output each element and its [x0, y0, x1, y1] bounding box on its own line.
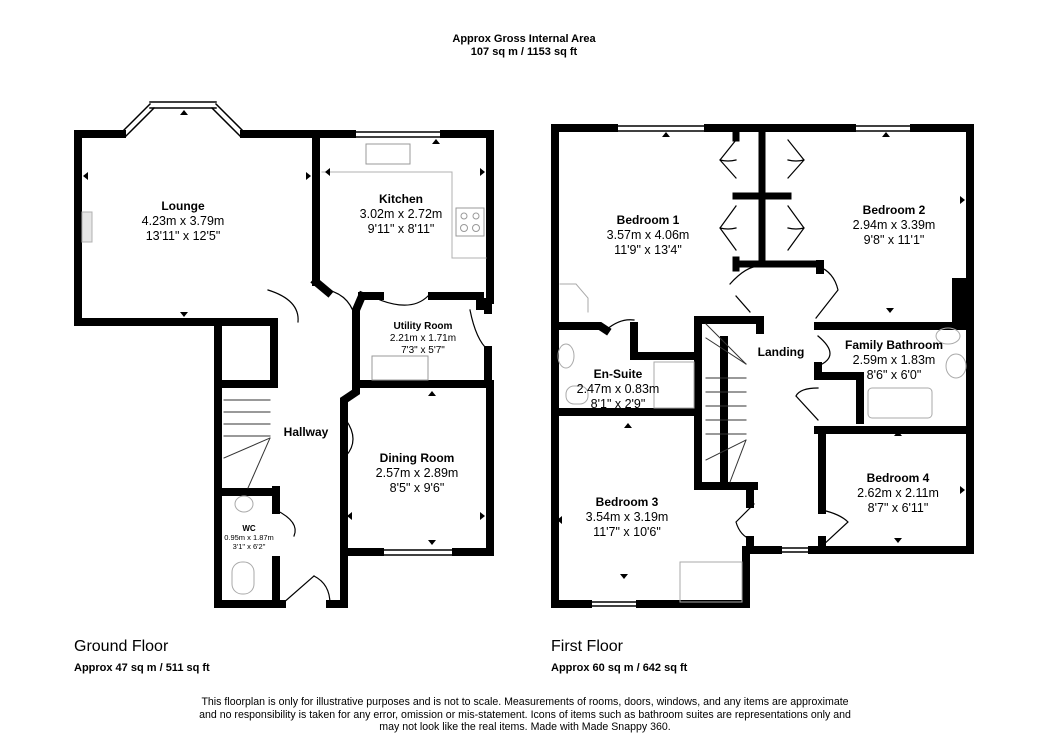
bedroom3-unit	[679, 561, 743, 603]
room-kitchen: Kitchen 3.02m x 2.72m 9'11" x 8'11"	[360, 192, 443, 237]
room-name: Bedroom 1	[616, 213, 680, 227]
room-metric: 2.21m x 1.71m	[389, 333, 457, 344]
room-imperial: 8'1" x 2'9"	[590, 397, 646, 411]
first-stairs	[705, 323, 747, 483]
room-name: Kitchen	[378, 192, 423, 206]
room-name: Hallway	[283, 425, 329, 439]
bedroom1-walls	[551, 316, 764, 552]
wardrobe-doors	[719, 139, 805, 251]
room-imperial: 9'11" x 8'11"	[367, 222, 435, 236]
room-bedroom-4: Bedroom 4 2.62m x 2.11m 8'7" x 6'11"	[857, 471, 939, 516]
room-bedroom-1: Bedroom 1 3.57m x 4.06m 11'9" x 13'4"	[607, 213, 690, 258]
room-name: Bedroom 2	[862, 203, 926, 217]
fireplace-icon	[81, 211, 93, 243]
room-metric: 2.47m x 0.83m	[576, 382, 660, 396]
room-metric: 3.57m x 4.06m	[606, 228, 690, 242]
shower-icon	[653, 361, 695, 409]
kitchen-sink-icon	[365, 143, 411, 165]
dining-walls	[340, 380, 494, 556]
room-name: Bedroom 3	[595, 495, 659, 509]
ground-floor-caption: Ground Floor Approx 47 sq m / 511 sq ft	[74, 638, 210, 674]
room-name: Family Bathroom	[844, 338, 944, 352]
gross-area-total: 107 sq m / 1153 sq ft	[470, 46, 578, 58]
room-imperial: 3'1" x 6'2"	[232, 542, 266, 551]
room-dining: Dining Room 2.57m x 2.89m 8'5" x 9'6"	[376, 451, 459, 496]
room-metric: 2.62m x 2.11m	[857, 486, 939, 500]
room-metric: 2.94m x 3.39m	[852, 218, 936, 232]
ground-stairs	[223, 399, 271, 489]
ground-floor-title: Ground Floor	[74, 638, 169, 655]
bedroom1-chair	[559, 283, 589, 313]
first-floor-caption: First Floor Approx 60 sq m / 642 sq ft	[551, 638, 687, 674]
room-imperial: 9'8" x 11'1"	[863, 233, 925, 247]
room-bedroom-3: Bedroom 3 3.54m x 3.19m 11'7" x 10'6"	[586, 495, 669, 540]
first-floor-fixtures	[557, 283, 967, 603]
room-name: En-Suite	[593, 367, 643, 381]
lounge-bay-window	[120, 101, 246, 138]
bedroom2-bath-walls	[814, 260, 974, 554]
room-imperial: 11'9" x 13'4"	[614, 243, 682, 257]
kitchen-walls	[310, 130, 494, 310]
room-en-suite: En-Suite 2.47m x 0.83m 8'1" x 2'9"	[577, 367, 660, 412]
gross-area-title: Approx Gross Internal Area	[452, 33, 596, 45]
room-bedroom-2: Bedroom 2 2.94m x 3.39m 9'8" x 11'1"	[853, 203, 936, 248]
room-imperial: 8'5" x 9'6"	[389, 481, 445, 495]
room-metric: 4.23m x 3.79m	[141, 214, 225, 228]
hob-icon	[455, 207, 485, 237]
room-hallway: Hallway	[284, 425, 329, 440]
ground-floor-area: Approx 47 sq m / 511 sq ft	[74, 662, 210, 674]
room-family-bathroom: Family Bathroom 2.59m x 1.83m 8'6" x 6'0…	[845, 338, 943, 383]
room-name: WC	[242, 524, 256, 533]
room-name: Utility Room	[393, 321, 453, 332]
room-metric: 3.02m x 2.72m	[359, 207, 443, 221]
room-imperial: 8'6" x 6'0"	[866, 368, 922, 382]
wardrobe-walls	[732, 126, 824, 272]
hallway-walls	[214, 318, 360, 608]
room-landing: Landing	[758, 345, 805, 360]
first-floor-windows	[552, 125, 974, 607]
room-metric: 3.54m x 3.19m	[585, 510, 669, 524]
room-imperial: 8'7" x 6'11"	[867, 501, 929, 515]
kitchen-worktop	[321, 171, 487, 259]
utility-sink-icon	[371, 355, 429, 381]
bathroom-basin-icon	[945, 353, 967, 379]
ensuite-basin-icon	[557, 343, 575, 369]
dimension-markers	[83, 110, 965, 579]
room-imperial: 13'11" x 12'5"	[145, 229, 221, 243]
wc-toilet-icon	[231, 561, 255, 595]
disclaimer: This floorplan is only for illustrative …	[190, 696, 860, 734]
room-metric: 2.59m x 1.83m	[852, 353, 936, 367]
first-floor-plan	[551, 124, 974, 608]
room-utility: Utility Room 2.21m x 1.71m 7'3" x 5'7"	[390, 321, 456, 357]
ensuite-toilet-icon	[565, 385, 589, 405]
room-lounge: Lounge 4.23m x 3.79m 13'11" x 12'5"	[142, 199, 225, 244]
room-name: Landing	[757, 345, 805, 359]
room-name: Lounge	[161, 199, 205, 213]
bathroom-toilet-icon	[935, 327, 961, 345]
disclaimer-line-2: and no responsibility is taken for any e…	[199, 708, 851, 721]
room-name: Bedroom 4	[866, 471, 930, 485]
disclaimer-line-1: This floorplan is only for illustrative …	[201, 696, 849, 708]
bath-icon	[867, 387, 933, 419]
first-floor-area: Approx 60 sq m / 642 sq ft	[551, 662, 688, 674]
ground-floor-plan	[74, 101, 494, 608]
room-imperial: 7'3" x 5'7"	[401, 345, 445, 356]
first-floor-doors	[605, 265, 849, 547]
room-name: Dining Room	[379, 451, 455, 465]
room-imperial: 11'7" x 10'6"	[593, 525, 661, 539]
disclaimer-line-3: may not look like the real items. Made w…	[379, 721, 671, 733]
ground-doors	[267, 289, 489, 605]
first-floor-title: First Floor	[551, 638, 623, 655]
room-metric: 0.95m x 1.87m	[224, 533, 274, 542]
lounge-walls	[74, 130, 320, 326]
gross-area-header: Approx Gross Internal Area 107 sq m / 11…	[0, 33, 1048, 59]
room-wc: WC 0.95m x 1.87m 3'1" x 6'2"	[224, 524, 274, 551]
room-metric: 2.57m x 2.89m	[375, 466, 459, 480]
wc-basin-icon	[234, 495, 254, 513]
